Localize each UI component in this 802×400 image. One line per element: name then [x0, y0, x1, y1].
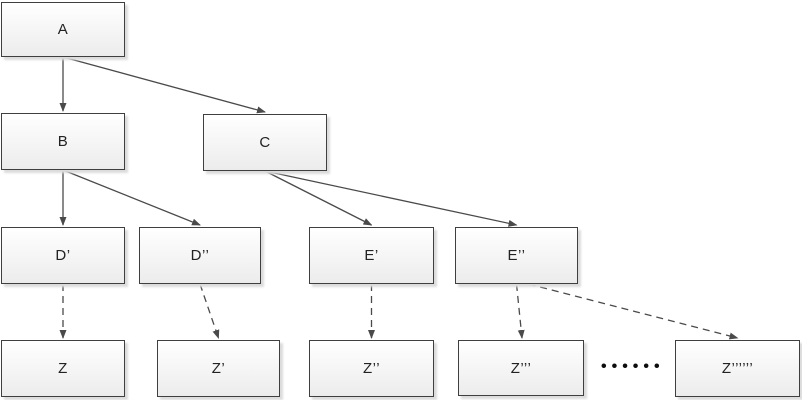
edge-E2-Z6	[528, 283, 739, 340]
node-label: Z’’	[362, 360, 381, 377]
edge-C-E1	[264, 170, 373, 226]
node-label: D’	[55, 247, 71, 264]
node-label: Z’’’	[510, 359, 532, 377]
edge-B-D2	[62, 169, 201, 226]
node-Z6: Z’’’’’’	[675, 340, 800, 397]
node-label: E’	[364, 247, 379, 264]
node-B: B	[1, 113, 125, 170]
node-label: D’’	[190, 247, 210, 264]
node-C: C	[203, 114, 327, 171]
node-D1: D’	[1, 227, 125, 284]
node-Z3: Z’’’	[458, 340, 584, 396]
node-Z2: Z’’	[309, 340, 434, 397]
node-label: Z’	[211, 360, 226, 377]
node-label: Z	[58, 360, 68, 377]
node-label: B	[57, 133, 69, 150]
node-label: C	[259, 134, 271, 151]
edge-D2-Z1	[199, 283, 220, 339]
edge-C-E2	[264, 170, 518, 227]
node-E2: E’’	[455, 227, 578, 284]
node-label: A	[57, 21, 69, 38]
node-E1: E’	[309, 227, 434, 284]
node-A: A	[1, 2, 125, 57]
node-Z1: Z’	[157, 340, 280, 397]
edge-A-C	[62, 56, 266, 114]
node-label: E’’	[507, 247, 526, 264]
edge-E2-Z3	[515, 283, 525, 339]
node-D2: D’’	[139, 227, 261, 284]
ellipsis-dots: ••••••	[601, 358, 665, 375]
node-Z0: Z	[1, 340, 125, 397]
node-label: Z’’’’’’	[721, 360, 754, 377]
